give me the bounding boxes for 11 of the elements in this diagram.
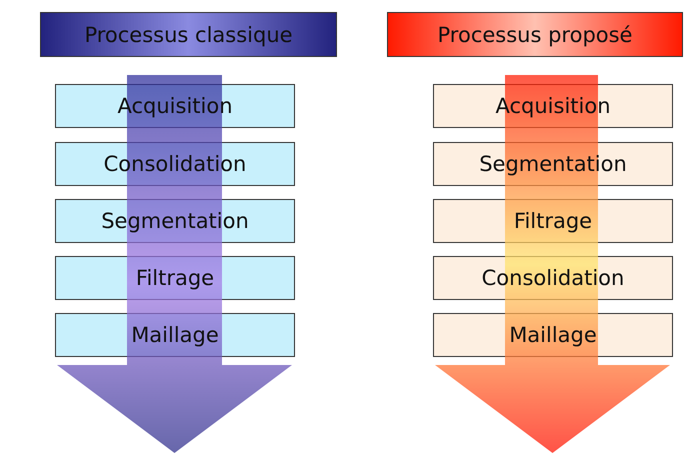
- box-label: Processus proposé: [438, 22, 632, 46]
- box-label: Segmentation: [479, 152, 627, 176]
- box-label: Consolidation: [482, 266, 624, 290]
- header-banner: [387, 12, 683, 57]
- box-label: Segmentation: [101, 209, 249, 233]
- box-label: Filtrage: [514, 209, 592, 233]
- header-banner: [40, 12, 337, 57]
- box-label: Processus classique: [84, 22, 293, 46]
- box-label: Filtrage: [136, 266, 214, 290]
- box-label: Maillage: [509, 323, 597, 347]
- box-label: Maillage: [131, 323, 219, 347]
